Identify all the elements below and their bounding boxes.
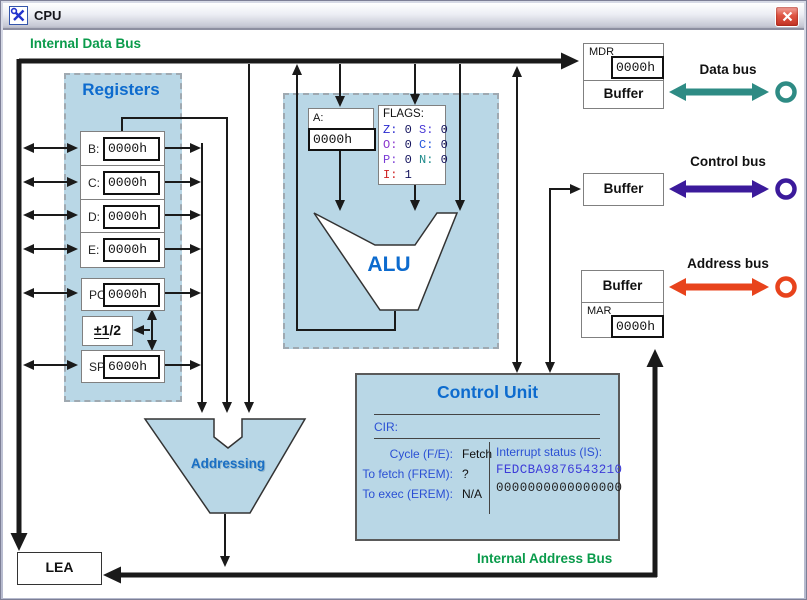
accumulator-label: A: <box>313 112 324 124</box>
titlebar[interactable]: CPU <box>3 3 804 29</box>
interrupt-status-label: Interrupt status (IS): <box>496 445 603 459</box>
register-sp-value[interactable]: 6000h <box>103 354 160 379</box>
register-b-label: B: <box>88 142 100 156</box>
mar-buffer-label: Buffer <box>602 278 643 293</box>
cycle-label: Cycle (F/E): <box>389 447 453 461</box>
mdr-buffer-label: Buffer <box>603 86 644 101</box>
alu-title: ALU <box>367 253 411 276</box>
register-d-label: D: <box>88 209 100 224</box>
to-exec-value: N/A <box>462 487 483 501</box>
mdr-label: MDR <box>589 46 615 58</box>
register-sp: SP: 6000h <box>81 350 165 383</box>
control-buffer-box: Buffer <box>583 173 664 206</box>
cu-right-column: Interrupt status (IS): FEDCBA9876543210 … <box>496 444 622 497</box>
mar-divider <box>582 302 663 303</box>
register-c-label: C: <box>88 176 100 190</box>
flags-box: FLAGS: Z: 0 S: 0 O: 0 C: 0 P: 0 N: 0 I: … <box>378 105 448 185</box>
addressing-title: Addressing <box>190 456 266 471</box>
register-b: B: 0000h <box>80 131 165 167</box>
cir-label: CIR: <box>374 420 398 434</box>
address-bus-label: Address bus <box>687 256 769 271</box>
internal-data-bus-label: Internal Data Bus <box>30 36 142 51</box>
control-unit-box: Control Unit CIR: Cycle (F/E): Fetch To f… <box>355 373 622 541</box>
pc-incrementer: ±1/2 <box>82 316 133 346</box>
to-fetch-row: To fetch (FREM):? <box>358 464 492 484</box>
interrupt-bit-names: FEDCBA9876543210 <box>496 463 623 477</box>
control-unit-title: Control Unit <box>436 382 539 402</box>
mar-label: MAR <box>587 305 612 317</box>
window-title: CPU <box>34 8 62 23</box>
cu-divider-2 <box>374 438 600 439</box>
to-fetch-label: To fetch (FREM): <box>362 467 453 481</box>
cycle-row: Cycle (F/E): Fetch <box>358 444 492 464</box>
to-fetch-value: ? <box>462 467 469 481</box>
cu-divider-1 <box>374 414 600 415</box>
register-c-value[interactable]: 0000h <box>103 171 160 195</box>
register-pc-value[interactable]: 0000h <box>103 282 160 307</box>
lea-label: LEA <box>45 559 74 575</box>
accumulator-value[interactable]: 0000h <box>308 128 376 151</box>
mar-buffer-box: Buffer MAR 0000h <box>581 270 664 338</box>
register-b-value[interactable]: 0000h <box>103 137 160 161</box>
lea-box: LEA <box>17 552 102 585</box>
mdr-divider <box>584 80 663 81</box>
to-exec-row: To exec (EREM): N/A <box>358 484 492 504</box>
data-bus-label: Data bus <box>699 62 757 77</box>
control-bus-label: Control bus <box>690 154 766 169</box>
flags-line-1: Z: 0 S: 0 <box>383 123 448 137</box>
internal-address-bus-label: Internal Address Bus <box>477 551 613 566</box>
incrementer-step-part: /2 <box>109 322 122 338</box>
register-e: E: 0000h <box>80 232 165 268</box>
accumulator-label-box: A: <box>308 108 374 130</box>
register-e-label: E: <box>88 243 100 257</box>
register-pc: PC: 0000h <box>81 278 165 311</box>
flags-line-4: I: 1 <box>383 168 412 182</box>
flags-line-3: P: 0 N: 0 <box>383 153 448 167</box>
control-buffer-label: Buffer <box>603 181 644 196</box>
registers-title: Registers <box>82 80 160 99</box>
register-d: D: 0000h <box>80 199 165 234</box>
register-d-value[interactable]: 0000h <box>103 204 160 229</box>
mar-value[interactable]: 0000h <box>611 315 664 338</box>
cycle-value: Fetch <box>462 447 493 461</box>
interrupt-bit-values: 0000000000000000 <box>496 481 623 495</box>
flags-title: FLAGS: <box>383 108 424 120</box>
cu-left-column: Cycle (F/E): Fetch To fetch (FREM):? To e… <box>358 444 492 504</box>
flags-line-2: O: 0 C: 0 <box>383 138 448 152</box>
tools-app-icon <box>9 6 28 25</box>
to-exec-label: To exec (EREM): <box>362 487 453 501</box>
cu-vertical-divider <box>489 442 490 514</box>
close-button[interactable] <box>775 6 799 27</box>
mdr-value[interactable]: 0000h <box>611 56 664 79</box>
mdr-buffer-box: MDR 0000h Buffer <box>583 43 664 109</box>
register-e-value[interactable]: 0000h <box>103 238 160 262</box>
close-icon <box>782 11 792 22</box>
register-c: C: 0000h <box>80 165 165 201</box>
incrementer-signed-part: ±1 <box>93 322 110 339</box>
